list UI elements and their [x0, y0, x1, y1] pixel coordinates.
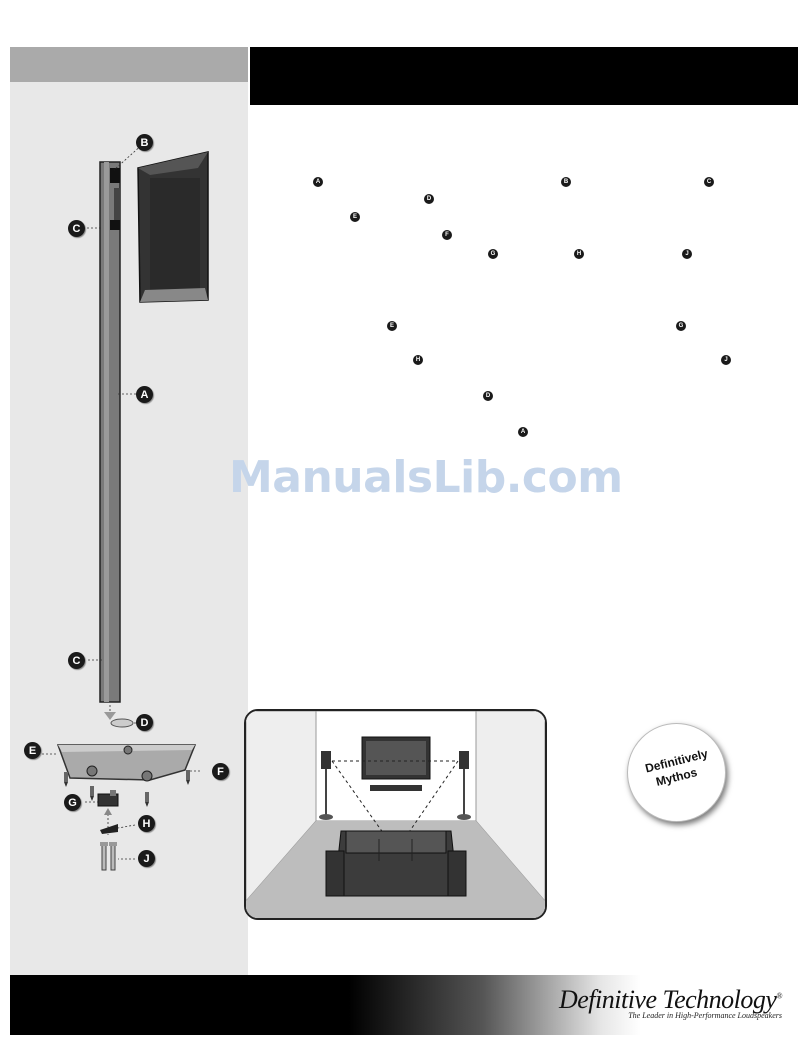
brand-name: Definitive Technology — [558, 985, 777, 1014]
left-speaker — [321, 751, 331, 769]
text-marker-e: E — [350, 212, 360, 222]
label-a: A — [136, 386, 153, 403]
spike-feet — [64, 770, 190, 807]
watermark: ManualsLib.com — [229, 452, 623, 503]
bolt-1 — [101, 843, 107, 871]
speaker-grille — [150, 178, 200, 290]
brand-registered: ® — [776, 991, 782, 1001]
text-marker-g: G — [488, 249, 498, 259]
part-h — [100, 824, 118, 834]
pole-slot — [114, 188, 120, 220]
label-h: H — [138, 815, 155, 832]
stand-pole — [99, 161, 121, 703]
speaker-top — [138, 152, 208, 175]
speaker-base — [140, 288, 208, 302]
label-f: F — [212, 763, 229, 780]
brand-logo: Definitive Technology® The Leader in Hig… — [559, 985, 782, 1020]
down-arrow — [104, 712, 116, 720]
pole-top-clip — [110, 168, 120, 183]
text-marker-d: D — [424, 194, 434, 204]
right-wall — [475, 711, 545, 902]
bracket-g — [97, 793, 119, 807]
pole-clip — [110, 220, 120, 230]
center-speaker — [370, 785, 422, 791]
bolt-2 — [110, 843, 116, 871]
label-j: J — [138, 850, 155, 867]
top-title-bar — [250, 47, 798, 105]
text-marker-h2: H — [413, 355, 423, 365]
text-marker-e2: E — [387, 321, 397, 331]
label-c-bottom: C — [68, 652, 85, 669]
stand-pole-highlight — [104, 162, 109, 702]
brand-tagline: The Leader in High-Performance Loudspeak… — [628, 1011, 782, 1020]
left-header-bar — [10, 47, 248, 82]
definitively-mythos-seal: Definitively Mythos — [627, 723, 726, 822]
text-marker-c: C — [704, 177, 714, 187]
label-e: E — [24, 742, 41, 759]
room-illustration — [244, 709, 547, 920]
label-d: D — [136, 714, 153, 731]
bottom-bar — [10, 975, 798, 1035]
label-c-top: C — [68, 220, 85, 237]
text-marker-a2: A — [518, 427, 528, 437]
text-marker-f: F — [442, 230, 452, 240]
stand-exploded-diagram — [42, 142, 209, 871]
text-marker-d2: D — [483, 391, 493, 401]
text-marker-b: B — [561, 177, 571, 187]
room-drawing — [246, 711, 545, 918]
right-speaker — [459, 751, 469, 769]
label-b: B — [136, 134, 153, 151]
label-g: G — [64, 794, 81, 811]
part-d-insert — [110, 718, 134, 728]
text-marker-j: J — [682, 249, 692, 259]
text-marker-h: H — [574, 249, 584, 259]
text-marker-j2: J — [721, 355, 731, 365]
text-marker-a: A — [313, 177, 323, 187]
text-marker-g2: G — [676, 321, 686, 331]
